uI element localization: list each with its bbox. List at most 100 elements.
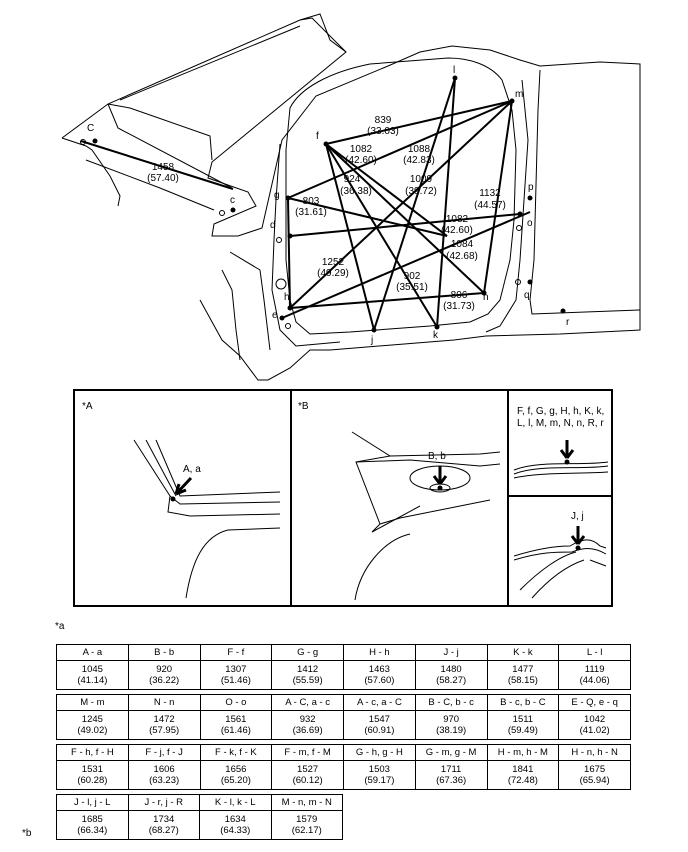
m-1009-mm: 1009 — [410, 174, 433, 185]
m-1458-mm: 1458 — [152, 162, 175, 173]
m-1082a-in: (42.60) — [345, 155, 377, 166]
label-e: e — [272, 310, 278, 321]
measurement-points — [92, 75, 566, 333]
label-o: o — [527, 218, 533, 229]
value-in: (55.59) — [292, 675, 323, 686]
table-header-cell: F - j, f - J — [127, 744, 201, 761]
table-header-cell: E - Q, e - q — [558, 694, 631, 711]
value-in: (51.46) — [220, 675, 251, 686]
value-in: (44.06) — [579, 675, 610, 686]
value-in: (60.91) — [364, 725, 395, 736]
m-1084-mm: 1084 — [451, 239, 474, 250]
vehicle-body-outline — [61, 13, 641, 381]
table-header-cell: F - k, f - K — [199, 744, 273, 761]
value-mm: 1412 — [297, 664, 319, 675]
table-value-cell: 920(36.22) — [127, 660, 201, 690]
value-mm: 1606 — [153, 764, 175, 775]
table-value-cell: 1245(49.02) — [56, 710, 129, 740]
m-803-mm: 803 — [303, 196, 320, 207]
detail-a: *A A, a — [82, 401, 281, 599]
value-mm: 1561 — [225, 714, 247, 725]
table-header-cell: F - m, f - M — [271, 744, 344, 761]
table-value-cell: 1480(58.27) — [414, 660, 488, 690]
table-value-cell: 1472(57.95) — [127, 710, 201, 740]
value-in: (41.14) — [77, 675, 108, 686]
table-value-cell: 1561(61.46) — [199, 710, 273, 740]
point-j — [371, 327, 377, 333]
value-mm: 1503 — [368, 764, 390, 775]
hole-markers — [80, 139, 522, 329]
value-mm: 1547 — [368, 714, 390, 725]
table-value-cell: 1511(59.49) — [486, 710, 560, 740]
m-1009-in: (39.72) — [405, 186, 437, 197]
value-mm: 1480 — [440, 664, 462, 675]
m-1252-in: (49.29) — [317, 268, 349, 279]
table-value-cell: 1579(62.17) — [270, 810, 343, 840]
m-1088-in: (42.83) — [403, 155, 435, 166]
m-806-in: (31.73) — [443, 301, 475, 312]
point-g — [285, 195, 291, 201]
value-mm: 1675 — [584, 764, 606, 775]
value-mm: 1477 — [512, 664, 534, 675]
table-value-cell: 1307(51.46) — [199, 660, 273, 690]
table-value-cell: 1711(67.36) — [414, 760, 488, 790]
table-value-cell: 1527(60.12) — [271, 760, 344, 790]
value-mm: 1734 — [153, 814, 175, 825]
table-value-cell: 1685(66.34) — [56, 810, 129, 840]
table-value-cell: 1042(41.02) — [558, 710, 631, 740]
value-in: (66.34) — [77, 825, 108, 836]
label-f: f — [316, 131, 319, 142]
table-value-cell: 1841(72.48) — [486, 760, 560, 790]
measurement-lines — [80, 77, 531, 331]
point-h — [287, 305, 293, 311]
point-c — [230, 207, 236, 213]
point-k — [434, 324, 440, 330]
m-924-mm: 924 — [344, 174, 361, 185]
m-803-in: (31.61) — [295, 207, 327, 218]
label-p: p — [528, 182, 534, 193]
m-1458-in: (57.40) — [147, 173, 179, 184]
label-l: l — [453, 65, 455, 76]
m-1082a-mm: 1082 — [350, 144, 373, 155]
table-header-cell: M - m — [56, 694, 129, 711]
value-mm: 1472 — [153, 714, 175, 725]
m-1084-in: (42.68) — [446, 251, 478, 262]
value-in: (36.22) — [149, 675, 180, 686]
point-r — [560, 308, 566, 314]
value-in: (64.33) — [220, 825, 251, 836]
point-labels: l m f g d h e j k n p o q r C c — [87, 65, 570, 346]
label-d: d — [270, 220, 276, 231]
value-mm: 1527 — [297, 764, 319, 775]
value-mm: 970 — [443, 714, 460, 725]
table-header-cell: J - r, j - R — [127, 794, 200, 811]
label-h: h — [284, 292, 290, 303]
value-in: (65.20) — [220, 775, 251, 786]
detail-frames — [73, 389, 613, 607]
detail-c-pointer-line2: L, l, M, m, N, n, R, r — [517, 418, 604, 429]
table-header-cell: A - C, a - c — [271, 694, 344, 711]
value-mm: 1656 — [225, 764, 247, 775]
table-header-cell: K - k — [486, 644, 560, 661]
table-header-cell: L - l — [558, 644, 631, 661]
value-in: (60.28) — [77, 775, 108, 786]
table-header-cell: H - h — [343, 644, 416, 661]
m-1252-mm: 1252 — [322, 257, 345, 268]
table-header-cell: N - n — [127, 694, 201, 711]
table-header-cell: M - n, m - N — [270, 794, 343, 811]
value-in: (59.17) — [364, 775, 395, 786]
detail-d: J, j — [513, 511, 607, 599]
value-in: (68.27) — [148, 825, 179, 836]
value-in: (67.36) — [436, 775, 467, 786]
table-header-cell: H - m, h - M — [486, 744, 560, 761]
table-header-cell: A - a — [56, 644, 129, 661]
label-q: q — [524, 290, 530, 301]
label-n: n — [483, 292, 489, 303]
value-mm: 1511 — [512, 714, 534, 725]
value-in: (63.23) — [149, 775, 180, 786]
value-in: (49.02) — [77, 725, 108, 736]
label-m: m — [515, 89, 523, 100]
table-value-cell: 1606(63.23) — [127, 760, 201, 790]
